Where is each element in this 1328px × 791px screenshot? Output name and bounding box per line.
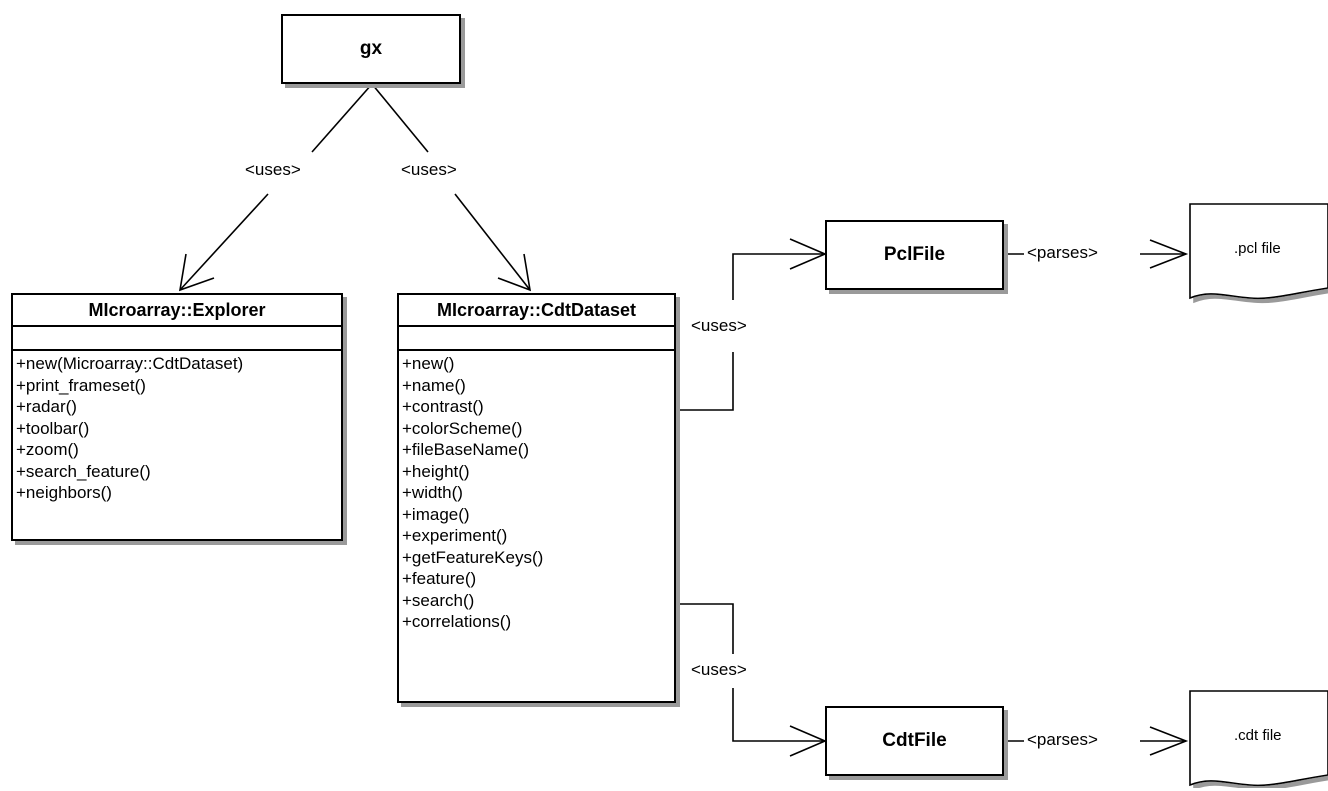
edge-label-uses: <uses> — [688, 316, 750, 336]
operation-item: +search() — [402, 590, 475, 610]
operation-item: +getFeatureKeys() — [402, 547, 544, 567]
explorer-class[interactable]: MIcroarray::Explorer +new(Microarray::Cd… — [11, 293, 343, 541]
edge-label-uses: <uses> — [242, 160, 304, 180]
edge-gx-cdtdataset — [371, 83, 532, 292]
pclfile-node-label: PclFile — [883, 244, 946, 265]
gx-node[interactable]: gx — [281, 14, 461, 84]
operation-item: +search_feature() — [16, 461, 151, 481]
operation-item: +correlations() — [402, 612, 512, 631]
pcl-doc-shape — [1189, 203, 1328, 300]
edge-cdtdataset-cdtfile — [676, 603, 828, 757]
operation-item: +height() — [402, 461, 470, 481]
operation-item: +colorScheme() — [402, 418, 523, 438]
operation-item: +contrast() — [402, 397, 484, 416]
edge-label-parses: <parses> — [1024, 730, 1101, 750]
operation-item: +image() — [402, 504, 470, 524]
operation-item: +fileBaseName() — [402, 440, 530, 459]
operation-item: +radar() — [16, 397, 77, 416]
edge-label-parses: <parses> — [1024, 243, 1101, 263]
operation-item: +new() — [402, 354, 455, 373]
operation-item: +name() — [402, 375, 466, 395]
cdtdataset-operations-list: +new() +name() +contrast() +colorScheme(… — [399, 351, 674, 633]
operation-item: +print_frameset() — [16, 375, 146, 395]
pclfile-node[interactable]: PclFile — [825, 220, 1004, 290]
explorer-operations-list: +new(Microarray::CdtDataset) +print_fram… — [13, 351, 341, 504]
cdtdataset-class[interactable]: MIcroarray::CdtDataset +new() +name() +c… — [397, 293, 676, 703]
cdt-file-label: .cdt file — [1234, 727, 1282, 744]
operation-item: +experiment() — [402, 526, 508, 545]
operation-item: +width() — [402, 483, 463, 502]
cdtdataset-class-title: MIcroarray::CdtDataset — [399, 295, 674, 327]
operation-item: +zoom() — [16, 440, 79, 459]
cdt-doc-shape — [1189, 690, 1328, 787]
cdtfile-node[interactable]: CdtFile — [825, 706, 1004, 776]
operation-item: +toolbar() — [16, 418, 90, 438]
gx-node-label: gx — [359, 38, 383, 59]
pcl-file-document[interactable]: .pcl file — [1190, 204, 1328, 304]
edge-pclfile-doc — [1004, 239, 1189, 269]
operation-item: +neighbors() — [16, 483, 112, 502]
explorer-attributes-compartment — [13, 327, 341, 351]
edge-gx-explorer — [178, 83, 373, 292]
cdt-file-document[interactable]: .cdt file — [1190, 691, 1328, 791]
edge-label-uses: <uses> — [398, 160, 460, 180]
explorer-class-title: MIcroarray::Explorer — [13, 295, 341, 327]
edge-cdtfile-doc — [1004, 726, 1189, 756]
pcl-file-label: .pcl file — [1234, 240, 1281, 257]
operation-item: +feature() — [402, 569, 477, 588]
operation-item: +new(Microarray::CdtDataset) — [16, 354, 244, 373]
cdtfile-node-label: CdtFile — [882, 730, 947, 751]
cdtdataset-attributes-compartment — [399, 327, 674, 351]
edge-label-uses: <uses> — [688, 660, 750, 680]
